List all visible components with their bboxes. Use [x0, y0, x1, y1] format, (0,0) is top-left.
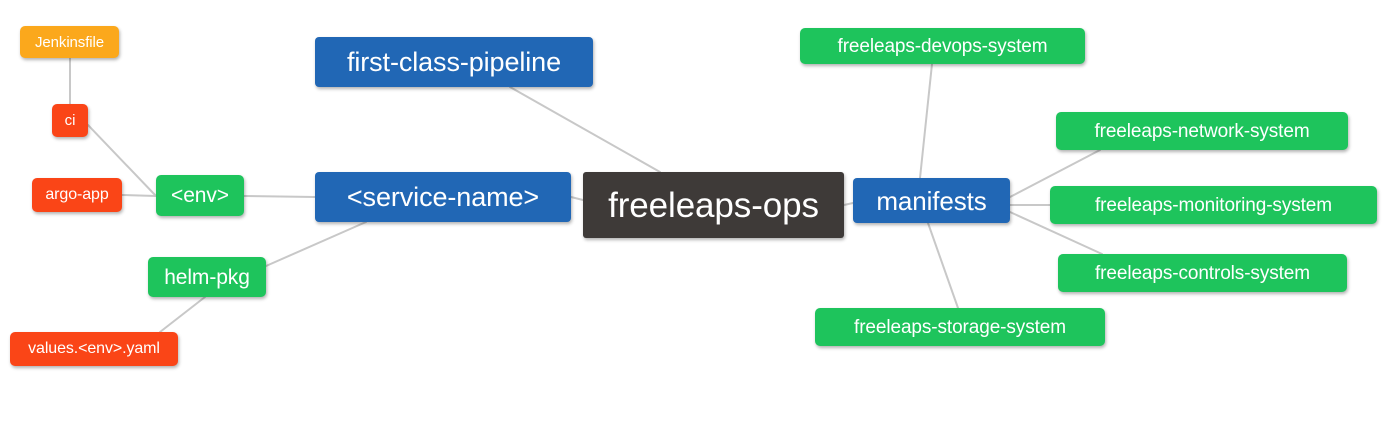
mindmap-node-label-service-name: <service-name>	[346, 181, 540, 212]
mindmap-node-first-class-pipeline[interactable]: first-class-pipeline	[315, 37, 593, 87]
edge-helm-pkg-to-service-name	[265, 221, 367, 267]
mindmap-node-freeleaps-controls-system[interactable]: freeleaps-controls-system	[1058, 254, 1347, 292]
mindmap-node-label-env: <env>	[171, 184, 229, 207]
mindmap-node-helm-pkg[interactable]: helm-pkg	[148, 257, 266, 297]
mindmap-node-freeleaps-monitoring-system[interactable]: freeleaps-monitoring-system	[1050, 186, 1377, 224]
mindmap-node-values-yaml[interactable]: values.<env>.yaml	[10, 332, 178, 366]
mindmap-node-label-manifests: manifests	[876, 185, 987, 216]
mindmap-node-label-freeleaps-storage-system: freeleaps-storage-system	[854, 316, 1066, 338]
mindmap-node-label-first-class-pipeline: first-class-pipeline	[346, 46, 562, 77]
mindmap-node-label-freeleaps-network-system: freeleaps-network-system	[1094, 120, 1310, 142]
mindmap-node-env[interactable]: <env>	[156, 175, 244, 216]
mindmap-node-label-argo-app: argo-app	[45, 186, 109, 203]
mindmap-node-jenkinsfile[interactable]: Jenkinsfile	[20, 26, 119, 58]
mindmap-node-label-freeleaps-ops: freeleaps-ops	[608, 185, 819, 225]
edge-freeleaps-ops-to-manifests	[843, 202, 854, 206]
edge-first-class-pipeline-to-freeleaps-ops	[509, 86, 661, 173]
mindmap-node-label-jenkinsfile: Jenkinsfile	[35, 33, 104, 51]
edge-service-name-to-freeleaps-ops	[570, 196, 584, 201]
mindmap-node-argo-app[interactable]: argo-app	[32, 178, 122, 212]
edge-manifests-to-freeleaps-devops-system	[919, 63, 933, 179]
mindmap-node-label-freeleaps-devops-system: freeleaps-devops-system	[837, 35, 1048, 57]
mindmap-node-freeleaps-devops-system[interactable]: freeleaps-devops-system	[800, 28, 1085, 64]
edge-manifests-to-freeleaps-storage-system	[927, 222, 959, 309]
mindmap-node-freeleaps-network-system[interactable]: freeleaps-network-system	[1056, 112, 1348, 150]
mindmap-node-label-values-yaml: values.<env>.yaml	[28, 340, 160, 357]
mindmap-node-service-name[interactable]: <service-name>	[315, 172, 571, 222]
edge-values-yaml-to-helm-pkg	[159, 296, 206, 333]
mindmap-node-freeleaps-ops[interactable]: freeleaps-ops	[583, 172, 844, 238]
mindmap-node-label-freeleaps-controls-system: freeleaps-controls-system	[1094, 262, 1311, 284]
mindmap-node-label-ci: ci	[64, 112, 76, 129]
mindmap-node-freeleaps-storage-system[interactable]: freeleaps-storage-system	[815, 308, 1105, 346]
mindmap-node-label-freeleaps-monitoring-system: freeleaps-monitoring-system	[1095, 194, 1332, 216]
edge-env-to-service-name	[243, 195, 316, 198]
edge-argo-app-to-env	[121, 194, 157, 197]
mindmap-node-label-helm-pkg: helm-pkg	[164, 265, 250, 289]
mindmap-node-manifests[interactable]: manifests	[853, 178, 1010, 223]
mindmap-node-ci[interactable]: ci	[52, 104, 88, 137]
